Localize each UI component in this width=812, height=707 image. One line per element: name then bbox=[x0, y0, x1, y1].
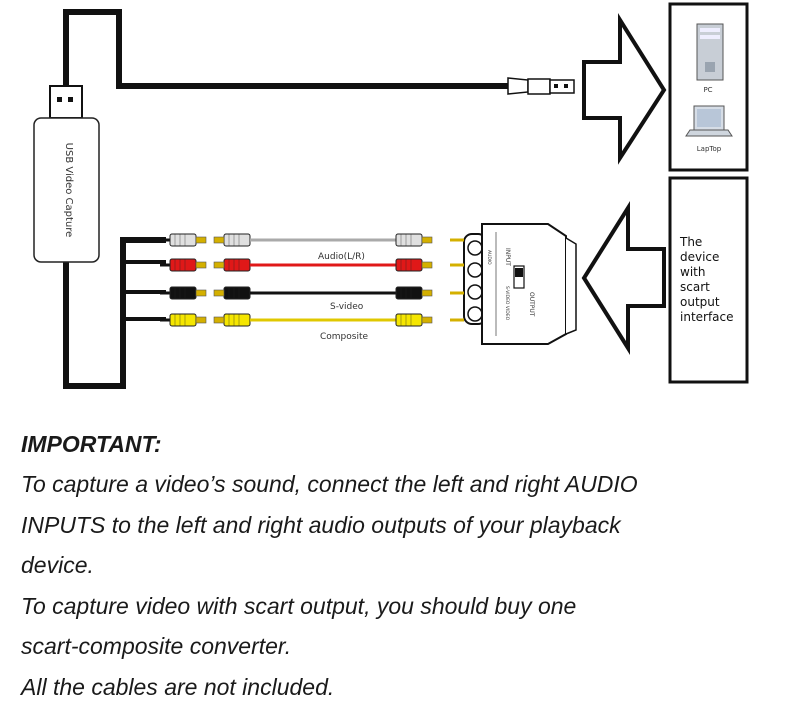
audio-left-plug-capture-end bbox=[170, 234, 206, 246]
usb-device-label: USB Video Capture bbox=[63, 143, 74, 238]
source-device-line-3: with bbox=[680, 265, 705, 279]
connection-diagram: USB Video Capture PC LapTop The d bbox=[0, 0, 812, 410]
audio-left-plug-cable-right bbox=[396, 234, 432, 246]
scart-output-label: OUTPUT bbox=[528, 292, 535, 317]
computer-box: PC LapTop bbox=[670, 4, 747, 170]
pc-label: PC bbox=[703, 86, 712, 94]
note-line-6: All the cables are not included. bbox=[21, 667, 801, 707]
important-notes: IMPORTANT: To capture a video’s sound, c… bbox=[21, 424, 801, 707]
source-device-line-5: output bbox=[680, 295, 720, 309]
note-line-4: To capture video with scart output, you … bbox=[21, 586, 801, 627]
audio-right-plug-cable-left bbox=[214, 259, 250, 271]
scart-audio-label: AUDIO bbox=[486, 250, 492, 265]
source-device-line-6: interface bbox=[680, 310, 734, 324]
usb-plug bbox=[508, 78, 574, 94]
source-device-line-4: scart bbox=[680, 280, 710, 294]
source-device-box: The device with scart output interface bbox=[670, 178, 747, 382]
arrow-from-source-icon bbox=[584, 208, 664, 348]
composite-cable-label: Composite bbox=[320, 332, 368, 342]
scart-video-label: S-VIDEO VIDEO bbox=[504, 286, 510, 321]
note-line-1: To capture a video’s sound, connect the … bbox=[21, 464, 801, 505]
usb-video-capture-device: USB Video Capture bbox=[34, 86, 99, 262]
arrow-to-pc-icon bbox=[584, 20, 664, 158]
composite-plug-cable-right bbox=[396, 314, 432, 326]
scart-input-label: INPUT bbox=[504, 248, 511, 266]
note-line-3: device. bbox=[21, 545, 801, 586]
note-line-5: scart-composite converter. bbox=[21, 626, 801, 667]
rca-cables bbox=[160, 234, 464, 326]
pc-icon bbox=[697, 24, 723, 80]
svideo-plug-cable-right bbox=[396, 287, 432, 299]
usb-cable-top bbox=[66, 12, 508, 118]
scart-adapter: INPUT OUTPUT AUDIO S-VIDEO VIDEO bbox=[464, 224, 576, 344]
audio-right-plug-capture-end bbox=[170, 259, 206, 271]
composite-plug-capture-end bbox=[170, 314, 206, 326]
svideo-plug-capture-end bbox=[170, 287, 206, 299]
source-device-line-1: The bbox=[679, 235, 702, 249]
notes-heading: IMPORTANT: bbox=[21, 424, 801, 464]
note-line-2: INPUTS to the left and right audio outpu… bbox=[21, 505, 801, 546]
audio-cable-label: Audio(L/R) bbox=[318, 252, 365, 262]
source-device-line-2: device bbox=[680, 250, 719, 264]
laptop-label: LapTop bbox=[697, 145, 722, 153]
svideo-cable-label: S-video bbox=[330, 302, 364, 312]
audio-left-plug-cable-left bbox=[214, 234, 250, 246]
usb-cable-bundle bbox=[123, 262, 166, 319]
audio-right-plug-cable-right bbox=[396, 259, 432, 271]
composite-plug-cable-left bbox=[214, 314, 250, 326]
svideo-plug-cable-left bbox=[214, 287, 250, 299]
